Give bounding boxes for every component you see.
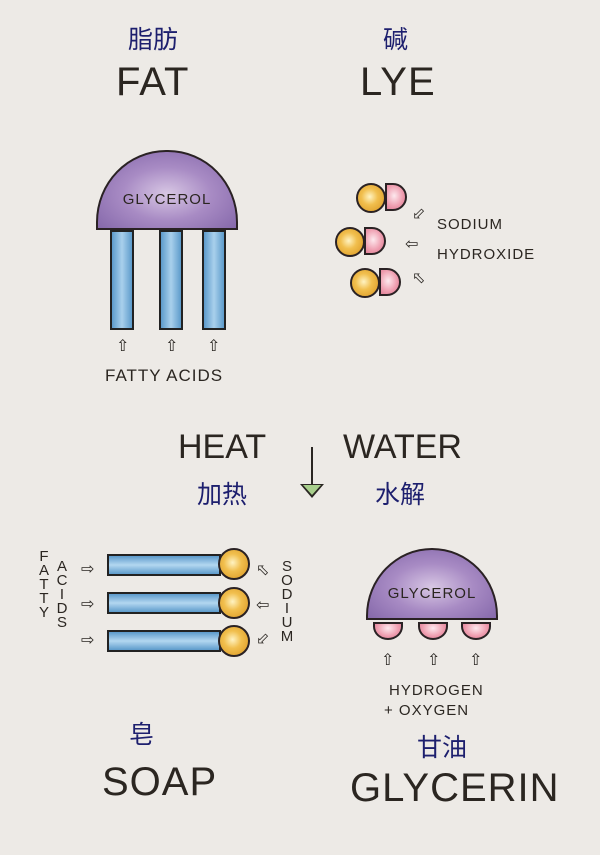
soap-title: SOAP <box>102 760 218 804</box>
fatty-acid-bar <box>110 230 134 330</box>
soap-chinese-label: 皂 <box>129 720 155 749</box>
glycerol-dome: GLYCEROL <box>96 150 238 230</box>
fatty-vertical-label: F A T T Y <box>38 548 49 621</box>
hydroxyl-group <box>461 622 491 640</box>
sodium-atom <box>356 183 386 213</box>
reaction-arrow-shaft <box>311 447 313 485</box>
lye-chinese-label: 碱 <box>383 25 409 54</box>
glycerol-dome: GLYCEROL <box>366 548 498 620</box>
right-arrow-icon: ⇨ <box>81 630 95 649</box>
sodium-vertical-label: S O D I U M <box>280 558 294 645</box>
fat-molecule: GLYCEROL <box>96 150 238 230</box>
hydroxyl-group <box>373 622 403 640</box>
glycerol-label: GLYCEROL <box>122 190 212 208</box>
pointer-arrow-icon: ⇦ <box>407 266 431 290</box>
up-arrow-icon: ⇧ <box>165 336 179 355</box>
fat-chinese-label: 脂肪 <box>128 25 179 54</box>
sodium-atom <box>335 227 365 257</box>
fatty-acid-bar <box>202 230 226 330</box>
hydroxide-group <box>385 183 407 211</box>
soap-fatty-acid-bar <box>107 592 221 614</box>
soap-fatty-acid-bar <box>107 554 221 576</box>
soap-sodium-atom <box>218 548 250 580</box>
pointer-arrow-icon: ⇦ <box>256 595 270 614</box>
water-label: WATER <box>343 428 462 466</box>
hydrogen-oxygen-label-line1: HYDROGEN <box>389 682 484 699</box>
up-arrow-icon: ⇧ <box>116 336 130 355</box>
right-arrow-icon: ⇨ <box>81 559 95 578</box>
sodium-hydroxide-label-line1: SODIUM <box>437 216 503 233</box>
hydroxide-group <box>379 268 401 296</box>
pointer-arrow-icon: ⇦ <box>406 202 430 226</box>
heat-chinese-label: 加热 <box>197 480 248 509</box>
hydroxyl-group <box>418 622 448 640</box>
glycerin-chinese-label: 甘油 <box>417 733 468 762</box>
acids-vertical-label: A C I D S <box>56 558 68 631</box>
up-arrow-icon: ⇧ <box>381 650 395 669</box>
glycerin-title: GLYCERIN <box>350 766 560 810</box>
heat-label: HEAT <box>178 428 267 466</box>
fatty-acid-bar <box>159 230 183 330</box>
pointer-arrow-icon: ⇦ <box>405 234 419 253</box>
water-chinese-label: 水解 <box>375 480 426 509</box>
pointer-arrow-icon: ⇦ <box>250 627 274 651</box>
sodium-atom <box>350 268 380 298</box>
soap-sodium-atom <box>218 625 250 657</box>
fatty-acids-label: FATTY ACIDS <box>105 366 224 385</box>
lye-title: LYE <box>360 60 436 104</box>
up-arrow-icon: ⇧ <box>427 650 441 669</box>
pointer-arrow-icon: ⇦ <box>251 558 275 582</box>
right-arrow-icon: ⇨ <box>81 594 95 613</box>
up-arrow-icon: ⇧ <box>469 650 483 669</box>
hydroxide-group <box>364 227 386 255</box>
sodium-hydroxide-label-line2: HYDROXIDE <box>437 246 536 263</box>
fat-title: FAT <box>116 60 190 104</box>
hydrogen-oxygen-label-line2: + OXYGEN <box>384 702 470 719</box>
up-arrow-icon: ⇧ <box>207 336 221 355</box>
reaction-arrow-fill <box>303 485 321 495</box>
glycerol-label: GLYCEROL <box>387 584 477 602</box>
soap-sodium-atom <box>218 587 250 619</box>
soap-fatty-acid-bar <box>107 630 221 652</box>
